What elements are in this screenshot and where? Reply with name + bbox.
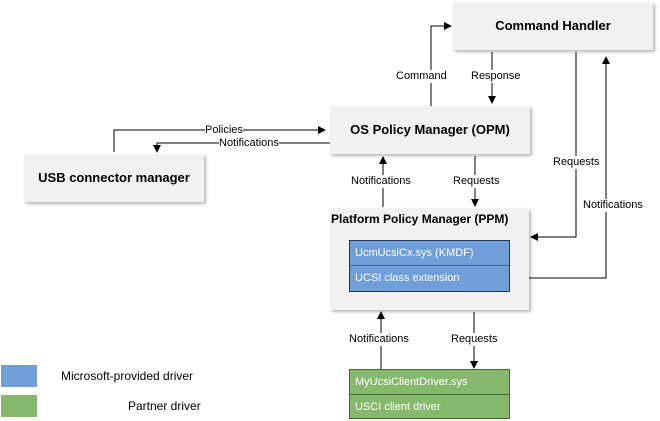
command-label: Command (396, 70, 447, 83)
notifications-ppm-opm-label: Notifications (351, 175, 411, 188)
ucm-driver-divider (350, 265, 509, 266)
requests-ch-ppm-arrow (530, 52, 577, 241)
policies-label: Policies (205, 124, 243, 137)
notifications-ucm-ch-arrow (510, 56, 610, 279)
client-driver-name: MyUcsiClientDriver.sys (355, 376, 468, 388)
ucm-ucsi-cx-driver: UcmUcsiCx.sys (KMDF) UCSI class extensio… (349, 240, 510, 292)
ucm-driver-name: UcmUcsiCx.sys (KMDF) (355, 247, 474, 259)
requests-ch-ppm-label: Requests (553, 156, 600, 169)
ppm-title: Platform Policy Manager (PPM) (331, 212, 509, 226)
legend-microsoft-swatch (1, 365, 37, 387)
notifications-ucm-ch-label: Notifications (583, 199, 643, 212)
notifications-usb-label: Notifications (219, 137, 279, 150)
usb-connector-manager-title: USB connector manager (38, 170, 190, 185)
command-arrow (430, 22, 452, 108)
requests-client-label: Requests (451, 333, 498, 346)
client-driver-divider (350, 394, 509, 395)
response-label: Response (471, 70, 521, 83)
notifications-client-label: Notifications (349, 333, 409, 346)
opm-box: OS Policy Manager (OPM) (330, 106, 530, 154)
ucm-driver-description: UCSI class extension (355, 272, 460, 284)
client-driver-description: USCI client driver (355, 401, 441, 413)
opm-title: OS Policy Manager (OPM) (350, 122, 510, 137)
client-driver-box: MyUcsiClientDriver.sys USCI client drive… (349, 369, 510, 419)
usb-connector-manager-box: USB connector manager (24, 154, 204, 202)
policies-arrow (113, 126, 326, 152)
command-handler-box: Command Handler (453, 2, 653, 50)
ppm-box: Platform Policy Manager (PPM) UcmUcsiCx.… (330, 208, 529, 310)
legend-partner-swatch (1, 395, 37, 417)
legend-partner-label: Partner driver (128, 399, 201, 413)
command-handler-title: Command Handler (495, 18, 611, 33)
legend-microsoft-label: Microsoft-provided driver (61, 369, 194, 383)
requests-opm-ppm-label: Requests (453, 175, 500, 188)
